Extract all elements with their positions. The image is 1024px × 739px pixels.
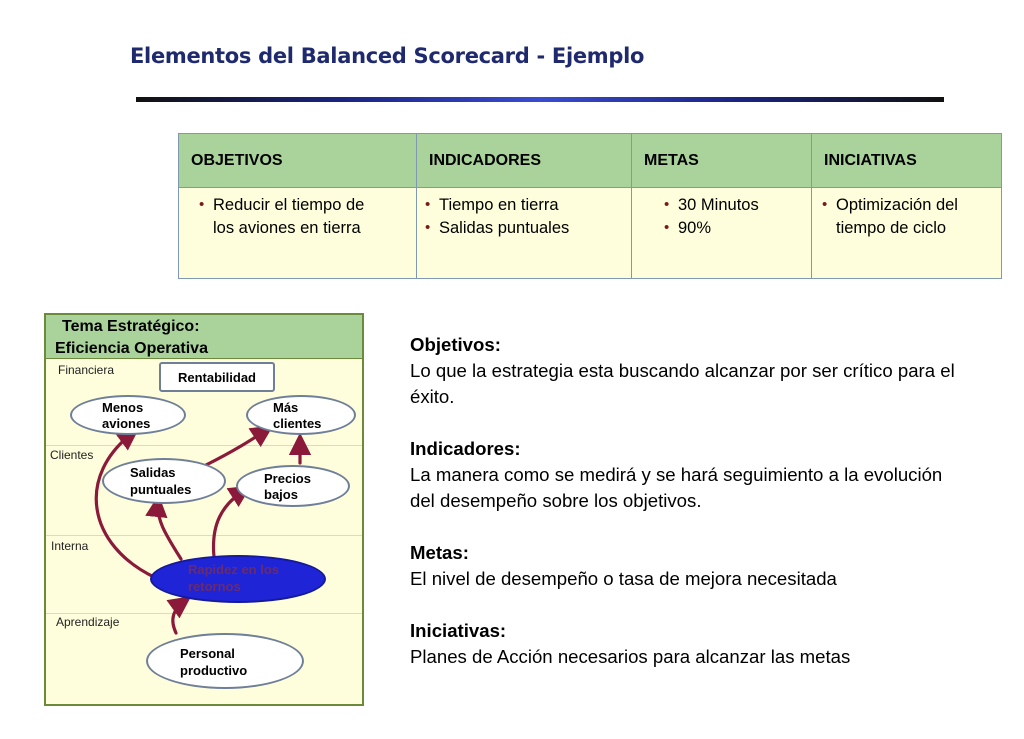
indicador-item: Salidas puntuales	[425, 216, 631, 240]
node-precios-bajos: Precios bajos	[236, 465, 350, 507]
iniciativa-item: Optimización del tiempo de ciclo	[822, 193, 992, 240]
arrow-rapidez-to-menos-aviones	[94, 428, 158, 580]
perspective-financiera: Financiera	[58, 363, 115, 377]
strategy-map: Tema Estratégico: Eficiencia Operativa F…	[44, 313, 364, 706]
theme-name: Eficiencia Operativa	[55, 340, 208, 357]
arrow-personal-to-rapidez	[166, 596, 192, 635]
perspective-clientes: Clientes	[50, 448, 94, 462]
indicador-item: Tiempo en tierra	[425, 193, 631, 217]
column-metas: METAS 30 Minutos 90%	[631, 133, 812, 279]
theme-label: Tema Estratégico:	[62, 318, 200, 335]
perspective-interna: Interna	[51, 539, 89, 553]
column-header-objetivos: OBJETIVOS	[179, 134, 416, 188]
node-personal-productivo: Personal productivo	[146, 633, 304, 689]
explanation-iniciativas: Iniciativas: Planes de Acción necesarios…	[410, 620, 851, 667]
scorecard-table: OBJETIVOS Reducir el tiempo de los avion…	[178, 133, 1002, 279]
node-rentabilidad: Rentabilidad	[159, 362, 275, 392]
column-header-indicadores: INDICADORES	[417, 134, 631, 188]
column-indicadores: INDICADORES Tiempo en tierra Salidas pun…	[416, 133, 632, 279]
title-underline	[136, 97, 944, 102]
perspective-divider	[46, 445, 362, 446]
column-header-metas: METAS	[632, 134, 811, 188]
node-rapidez-retornos: Rapidez en los retornos	[150, 555, 326, 603]
objetivo-item: Reducir el tiempo de los aviones en tier…	[199, 193, 369, 240]
page-title: Elementos del Balanced Scorecard - Ejemp…	[130, 44, 645, 68]
explanations: Objetivos: Lo que la estrategia esta bus…	[410, 332, 1010, 670]
meta-item: 30 Minutos	[664, 193, 811, 217]
column-iniciativas: INICIATIVAS Optimización del tiempo de c…	[811, 133, 1002, 279]
strategy-map-header: Tema Estratégico: Eficiencia Operativa	[46, 315, 362, 359]
column-objetivos: OBJETIVOS Reducir el tiempo de los avion…	[178, 133, 417, 279]
perspective-divider	[46, 535, 362, 536]
node-salidas-puntuales: Salidas puntuales	[102, 458, 226, 504]
node-menos-aviones: Menos aviones	[70, 395, 186, 435]
arrow-rapidez-to-salidas	[145, 494, 183, 561]
arrow-salidas-to-mas-clientes	[204, 425, 274, 467]
map-arrows	[94, 425, 312, 635]
node-mas-clientes: Más clientes	[246, 395, 356, 435]
explanation-indicadores: Indicadores: La manera como se medirá y …	[410, 438, 943, 511]
perspective-divider	[46, 613, 362, 614]
arrow-rapidez-to-precios	[211, 485, 252, 559]
explanation-objetivos: Objetivos: Lo que la estrategia esta bus…	[410, 334, 955, 407]
explanation-metas: Metas: El nivel de desempeño o tasa de m…	[410, 542, 837, 589]
meta-item: 90%	[664, 216, 811, 240]
column-header-iniciativas: INICIATIVAS	[812, 134, 1001, 188]
perspective-aprendizaje: Aprendizaje	[56, 615, 120, 629]
